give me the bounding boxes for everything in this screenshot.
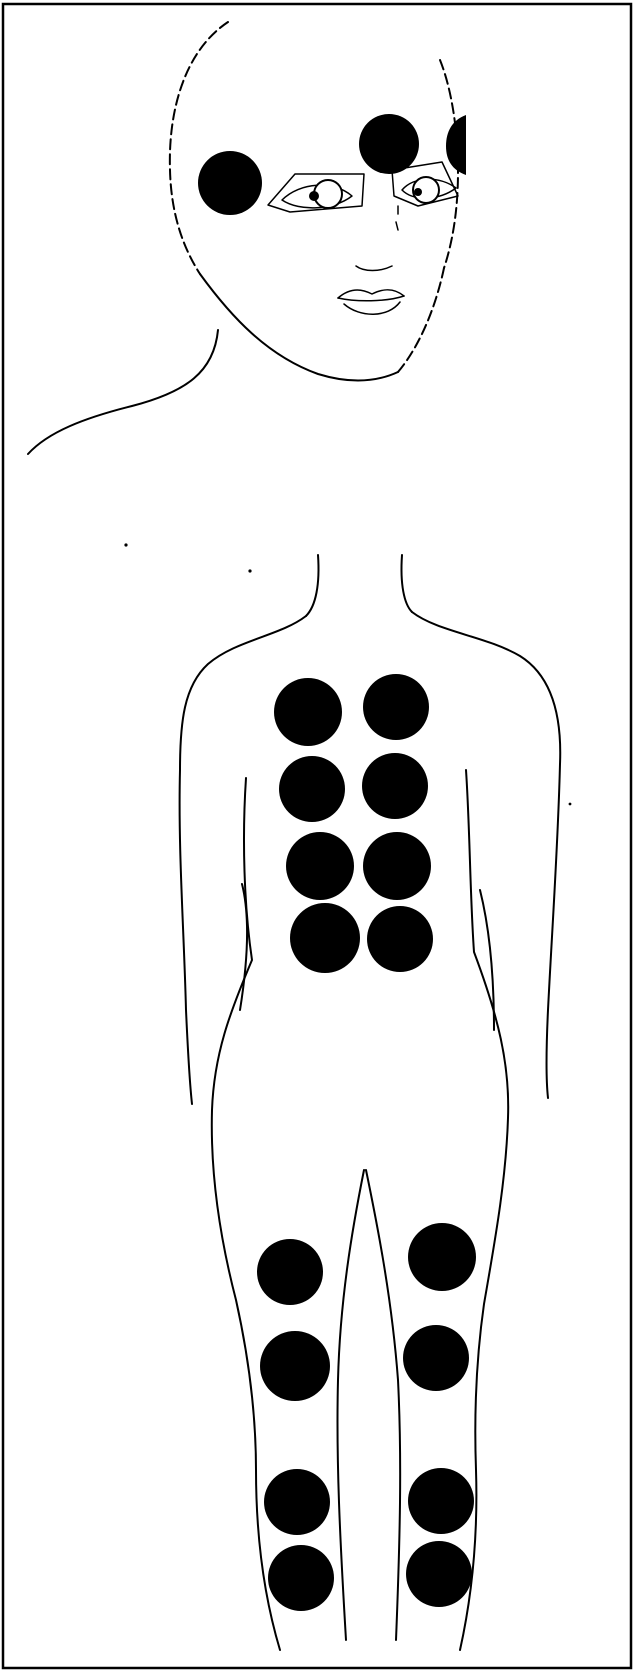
point-face-temple [198,151,262,215]
mouth-line [338,296,404,301]
point-leg-row2-right [403,1325,469,1391]
speck [124,543,127,546]
speck [569,803,572,806]
point-leg-row1-left [257,1239,323,1305]
neck-left [306,555,319,616]
point-leg-row3-right [408,1468,474,1534]
jawline-right [398,268,444,372]
point-leg-row2-left [260,1331,330,1401]
point-torso-row4-left [290,903,360,973]
left-inner-leg [337,1170,364,1640]
point-torso-row3-left [286,832,354,900]
neck-right [401,555,412,612]
point-face-forehead-edge [446,115,466,175]
body-panel [180,555,561,1650]
point-face-forehead [359,114,419,174]
speck [248,569,251,572]
point-torso-row2-left [279,756,345,822]
point-torso-row1-left [274,678,342,746]
point-torso-row2-right [362,753,428,819]
point-leg-row3-left [264,1469,330,1535]
mouth-lower-lip [344,302,400,314]
jawline [200,274,398,381]
point-torso-row1-right [363,674,429,740]
point-leg-row4-left [268,1545,334,1611]
right-inner-leg [366,1170,400,1640]
point-torso-row4-right [367,906,433,972]
face-panel [28,22,466,454]
nose-bridge [396,206,398,230]
point-leg-row1-right [408,1223,476,1291]
point-leg-row4-right [406,1541,472,1607]
left-eye-iris [309,191,319,201]
shoulder-line [28,330,218,454]
right-shoulder-arm [412,612,560,1098]
point-torso-row3-right [363,832,431,900]
right-eye-iris [414,188,422,196]
mouth-upper-lip [338,290,404,298]
right-arm-inner [480,890,494,1030]
head-outline [170,22,228,274]
nose-tip [356,266,392,271]
